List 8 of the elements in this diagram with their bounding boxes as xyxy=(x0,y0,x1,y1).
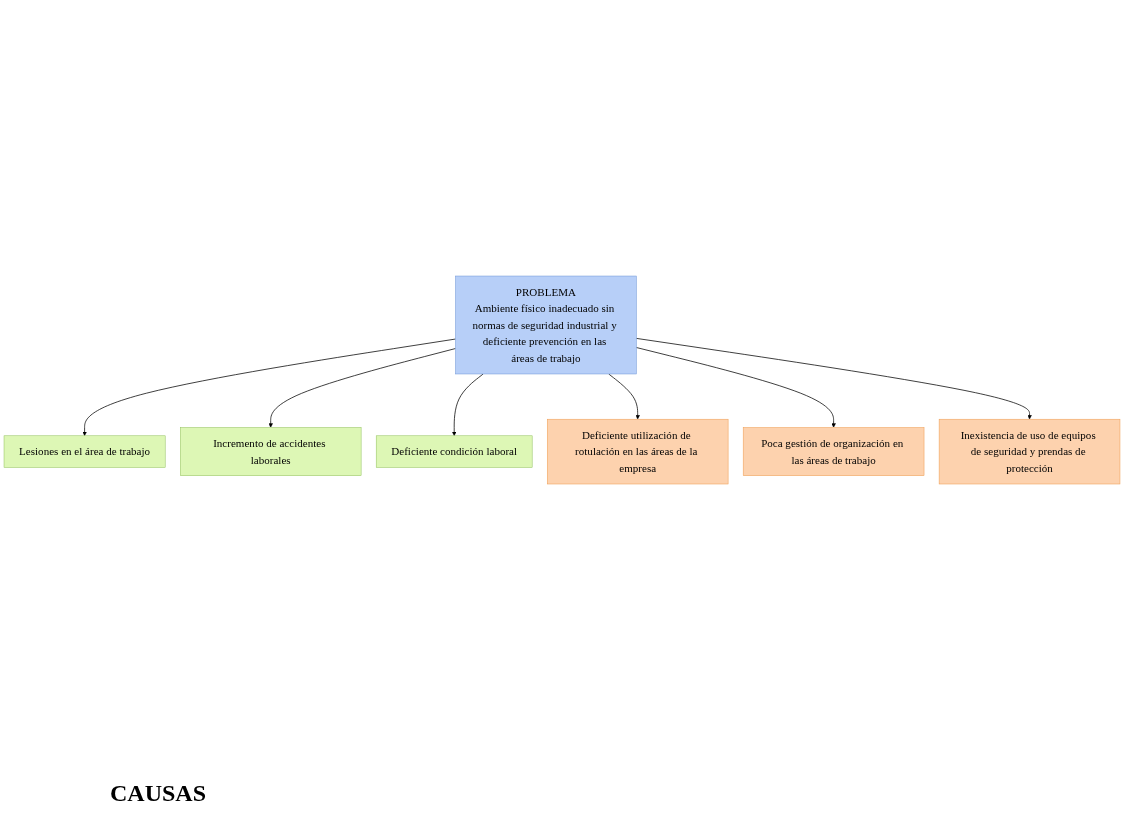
node-box: Deficiente condición laboral xyxy=(375,435,533,468)
node-box: Deficiente utilización de rotulación en las áreas de la empresa xyxy=(547,418,729,485)
node-box: Inexistencia de uso de equipos de seguridad y prendas de protección xyxy=(938,418,1121,485)
node-box: Incremento de accidentes laborales xyxy=(180,427,362,476)
node-box: Lesiones en el área de trabajo xyxy=(3,435,166,468)
node-box: PROBLEMA Ambiente físico inadecuado sin normas de seguridad industrial y deficiente prevención en las áreas de trabajo xyxy=(455,275,637,375)
node-box: Poca gestión de organización en las áreas de trabajo xyxy=(742,427,925,476)
section-heading: CAUSAS xyxy=(110,780,207,807)
